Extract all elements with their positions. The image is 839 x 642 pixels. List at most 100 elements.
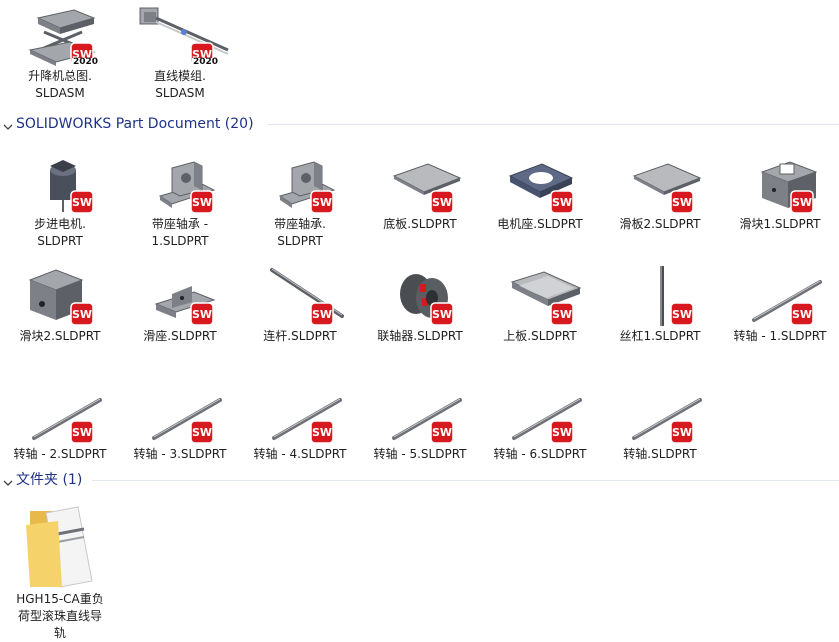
svg-text:SW: SW bbox=[672, 426, 692, 439]
file-name-label: 步进电机. SLDPRT bbox=[34, 217, 86, 248]
svg-text:SW: SW bbox=[792, 308, 812, 321]
file-item[interactable]: SW 联轴器.SLDPRT bbox=[360, 260, 480, 374]
pillow-bearing-icon bbox=[136, 152, 232, 216]
shaft-icon bbox=[496, 382, 592, 446]
file-name-label: 带座轴承. SLDPRT bbox=[274, 217, 326, 248]
shaft-icon bbox=[376, 382, 472, 446]
file-name-label: 转轴 - 5.SLDPRT bbox=[373, 447, 467, 461]
group-divider bbox=[268, 124, 839, 125]
file-item[interactable]: SW 电机座.SLDPRT bbox=[480, 148, 600, 262]
solidworks-part-badge-icon: SW bbox=[550, 302, 574, 326]
solidworks-part-badge-icon: SW bbox=[790, 190, 814, 214]
svg-text:SW: SW bbox=[192, 48, 212, 61]
file-name-label: 滑板2.SLDPRT bbox=[619, 217, 701, 231]
svg-text:SW: SW bbox=[672, 308, 692, 321]
group-header-folders[interactable]: 文件夹 (1) bbox=[0, 471, 839, 493]
badge-year-label: 2020 bbox=[72, 57, 100, 67]
plate-icon bbox=[376, 152, 472, 216]
svg-text:SW: SW bbox=[312, 308, 332, 321]
assembly-lift-icon bbox=[16, 4, 112, 68]
shaft-icon bbox=[616, 382, 712, 446]
svg-text:SW: SW bbox=[792, 196, 812, 209]
svg-text:SW: SW bbox=[312, 426, 332, 439]
file-name-label: 底板.SLDPRT bbox=[383, 217, 457, 231]
group-title: 文件夹 (1) bbox=[16, 472, 83, 488]
file-name-label: 转轴 - 1.SLDPRT bbox=[733, 329, 827, 343]
svg-text:SW: SW bbox=[432, 308, 452, 321]
shaft-icon bbox=[136, 382, 232, 446]
solidworks-part-badge-icon: SW bbox=[430, 302, 454, 326]
solidworks-part-badge-icon: SW bbox=[430, 190, 454, 214]
file-item[interactable]: SW 转轴.SLDPRT bbox=[600, 378, 720, 492]
solidworks-part-badge-icon: SW bbox=[430, 420, 454, 444]
file-name-label: 连杆.SLDPRT bbox=[263, 329, 337, 343]
cube-block-icon bbox=[16, 264, 112, 328]
file-name-label: 滑块2.SLDPRT bbox=[19, 329, 101, 343]
shaft-icon bbox=[16, 382, 112, 446]
file-name-label: 直线模组. SLDASM bbox=[154, 69, 206, 100]
file-item[interactable]: SW 丝杠1.SLDPRT bbox=[600, 260, 720, 374]
svg-text:SW: SW bbox=[432, 426, 452, 439]
svg-text:SW: SW bbox=[72, 308, 92, 321]
svg-text:SW: SW bbox=[192, 308, 212, 321]
solidworks-part-badge-icon: SW bbox=[550, 190, 574, 214]
badge-year-label: 2020 bbox=[192, 57, 220, 67]
file-item[interactable]: SW 连杆.SLDPRT bbox=[240, 260, 360, 374]
file-item[interactable]: SW 转轴 - 1.SLDPRT bbox=[720, 260, 839, 374]
svg-text:SW: SW bbox=[72, 196, 92, 209]
solidworks-part-badge-icon: SW bbox=[790, 302, 814, 326]
svg-text:SW: SW bbox=[72, 426, 92, 439]
file-item[interactable]: SW 滑块2.SLDPRT bbox=[0, 260, 120, 374]
file-name-label: 转轴 - 3.SLDPRT bbox=[133, 447, 227, 461]
chevron-down-icon[interactable] bbox=[2, 474, 14, 486]
group-title: SOLIDWORKS Part Document (20) bbox=[16, 116, 254, 132]
file-name-label: 升降机总图. SLDASM bbox=[28, 69, 92, 100]
plate-icon bbox=[616, 152, 712, 216]
solidworks-part-badge-icon: SW bbox=[190, 302, 214, 326]
solidworks-part-badge-icon: SW bbox=[70, 302, 94, 326]
solidworks-part-badge-icon: SW bbox=[310, 420, 334, 444]
group-header-parts[interactable]: SOLIDWORKS Part Document (20) bbox=[0, 115, 839, 137]
svg-text:SW: SW bbox=[432, 196, 452, 209]
svg-text:SW: SW bbox=[312, 196, 332, 209]
svg-text:SW: SW bbox=[192, 196, 212, 209]
svg-text:SW: SW bbox=[552, 308, 572, 321]
file-name-label: 联轴器.SLDPRT bbox=[377, 329, 463, 343]
file-name-label: 转轴.SLDPRT bbox=[623, 447, 697, 461]
rod-icon bbox=[256, 264, 352, 328]
solidworks-part-badge-icon: SW bbox=[70, 190, 94, 214]
channel-plate-icon bbox=[496, 264, 592, 328]
folder-item[interactable]: HGH15-CA重负 荷型滚珠直线导 轨 bbox=[0, 503, 120, 640]
svg-text:SW: SW bbox=[552, 196, 572, 209]
folder-name-label: HGH15-CA重负 荷型滚珠直线导 轨 bbox=[16, 592, 104, 640]
coupling-icon bbox=[376, 264, 472, 328]
file-name-label: 电机座.SLDPRT bbox=[497, 217, 583, 231]
file-item[interactable]: SW 步进电机. SLDPRT bbox=[0, 148, 120, 262]
file-name-label: 转轴 - 2.SLDPRT bbox=[13, 447, 107, 461]
stepper-motor-icon bbox=[16, 152, 112, 216]
file-item[interactable]: SW 底板.SLDPRT bbox=[360, 148, 480, 262]
lead-screw-icon bbox=[616, 264, 712, 328]
motor-mount-icon bbox=[496, 152, 592, 216]
folder-icon bbox=[18, 503, 102, 591]
file-name-label: 丝杠1.SLDPRT bbox=[619, 329, 701, 343]
file-item[interactable]: SW 转轴 - 5.SLDPRT bbox=[360, 378, 480, 492]
chevron-down-icon[interactable] bbox=[2, 118, 14, 130]
pillow-bearing-icon bbox=[256, 152, 352, 216]
shaft-icon bbox=[256, 382, 352, 446]
file-item[interactable]: SW 带座轴承. SLDPRT bbox=[240, 148, 360, 262]
solidworks-part-badge-icon: SW bbox=[310, 190, 334, 214]
file-item[interactable]: SW 转轴 - 2.SLDPRT bbox=[0, 378, 120, 492]
